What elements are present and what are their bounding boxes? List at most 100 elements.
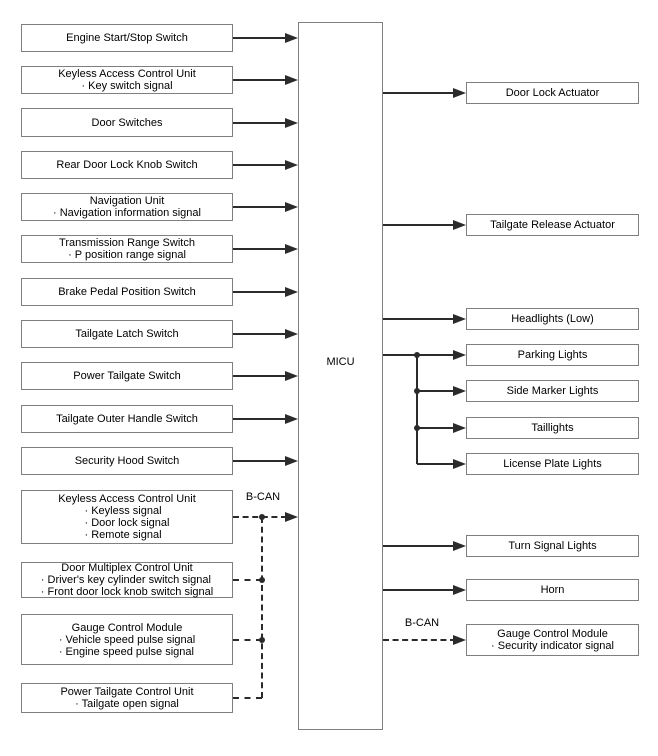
connector-line: [233, 122, 288, 124]
box-title: Transmission Range Switch: [59, 237, 195, 249]
connector-line: [417, 463, 456, 465]
arrow-head-icon: [453, 88, 466, 98]
arrow-head-icon: [453, 585, 466, 595]
box-title: License Plate Lights: [503, 458, 602, 470]
box-title: Parking Lights: [517, 349, 588, 361]
signal-list: · P position range signal: [68, 249, 186, 261]
connector-line: [233, 418, 288, 420]
output-turn-signal-lights: Turn Signal Lights: [466, 535, 639, 557]
box-title: Keyless Access Control Unit: [58, 493, 196, 505]
input-keyless-access-control-unit-2: Keyless Access Control Unit· Keyless sig…: [21, 490, 233, 544]
arrow-head-icon: [285, 202, 298, 212]
arrow-head-icon: [285, 371, 298, 381]
connector-line: [233, 579, 262, 581]
junction-dot-icon: [259, 514, 265, 520]
connector-line: [417, 390, 456, 392]
input-gauge-control-module: Gauge Control Module· Vehicle speed puls…: [21, 614, 233, 665]
arrow-head-icon: [453, 635, 466, 645]
input-security-hood-switch: Security Hood Switch: [21, 447, 233, 475]
arrow-head-icon: [285, 512, 298, 522]
box-title: Keyless Access Control Unit: [58, 68, 196, 80]
signal-list: · Tailgate open signal: [75, 698, 179, 710]
connector-line: [233, 206, 288, 208]
connector-line: [417, 427, 456, 429]
output-license-plate-lights: License Plate Lights: [466, 453, 639, 475]
signal-list: · Security indicator signal: [491, 640, 614, 652]
input-navigation-unit: Navigation Unit· Navigation information …: [21, 193, 233, 221]
connector-line: [261, 517, 263, 698]
box-title: Security Hood Switch: [74, 455, 180, 467]
arrow-head-icon: [453, 386, 466, 396]
signal-label: · Driver's key cylinder switch signal: [40, 574, 211, 586]
micu-unit-box: MICU: [298, 22, 383, 730]
input-tailgate-outer-handle-switch: Tailgate Outer Handle Switch: [21, 405, 233, 433]
box-title: Side Marker Lights: [506, 385, 599, 397]
output-tailgate-release-actuator: Tailgate Release Actuator: [466, 214, 639, 236]
connector-line: [383, 92, 456, 94]
connector-line: [233, 248, 288, 250]
input-tailgate-latch-switch: Tailgate Latch Switch: [21, 320, 233, 348]
arrow-head-icon: [285, 75, 298, 85]
bcan-bus-label-left: B-CAN: [245, 491, 281, 503]
connector-line: [233, 37, 288, 39]
box-title: Brake Pedal Position Switch: [58, 286, 196, 298]
input-door-multiplex-control-unit: Door Multiplex Control Unit· Driver's ke…: [21, 562, 233, 598]
connector-line: [383, 589, 456, 591]
input-power-tailgate-switch: Power Tailgate Switch: [21, 362, 233, 390]
connector-line: [233, 697, 262, 699]
input-transmission-range-switch: Transmission Range Switch· P position ra…: [21, 235, 233, 263]
box-title: Headlights (Low): [511, 313, 594, 325]
arrow-head-icon: [285, 118, 298, 128]
input-brake-pedal-position-switch: Brake Pedal Position Switch: [21, 278, 233, 306]
signal-label: · Security indicator signal: [491, 640, 614, 652]
signal-label: · Tailgate open signal: [75, 698, 179, 710]
arrow-head-icon: [453, 350, 466, 360]
input-keyless-access-control-unit: Keyless Access Control Unit· Key switch …: [21, 66, 233, 94]
signal-label: · Key switch signal: [81, 80, 173, 92]
connector-line: [383, 545, 456, 547]
signal-label: · Remote signal: [84, 529, 162, 541]
box-title: Tailgate Latch Switch: [75, 328, 179, 340]
box-title: Door Switches: [91, 116, 163, 129]
signal-label: · P position range signal: [68, 249, 186, 261]
connector-line: [233, 333, 288, 335]
box-title: Horn: [540, 584, 565, 596]
box-title: Gauge Control Module: [71, 621, 183, 634]
arrow-head-icon: [453, 220, 466, 230]
connector-line: [383, 224, 456, 226]
box-title: Tailgate Outer Handle Switch: [56, 413, 198, 425]
input-door-switches: Door Switches: [21, 108, 233, 137]
box-title: Engine Start/Stop Switch: [66, 32, 188, 44]
signal-label: · Keyless signal: [84, 505, 162, 517]
box-title: Navigation Unit: [89, 195, 165, 207]
output-side-marker-lights: Side Marker Lights: [466, 380, 639, 402]
input-rear-door-lock-knob-switch: Rear Door Lock Knob Switch: [21, 151, 233, 179]
box-title: Taillights: [531, 422, 574, 434]
signal-label: · Door lock signal: [84, 517, 170, 529]
signal-label: · Navigation information signal: [53, 207, 201, 219]
arrow-head-icon: [453, 423, 466, 433]
box-title: Door Multiplex Control Unit: [61, 562, 193, 574]
arrow-head-icon: [285, 160, 298, 170]
arrow-head-icon: [285, 244, 298, 254]
signal-list: · Driver's key cylinder switch signal· F…: [41, 574, 213, 598]
output-door-lock-actuator: Door Lock Actuator: [466, 82, 639, 104]
connector-line: [233, 460, 288, 462]
signal-list: · Vehicle speed pulse signal· Engine spe…: [59, 634, 195, 658]
connector-line: [233, 375, 288, 377]
output-taillights: Taillights: [466, 417, 639, 439]
signal-list: · Key switch signal: [81, 80, 172, 92]
box-title: Gauge Control Module: [497, 628, 608, 640]
output-parking-lights: Parking Lights: [466, 344, 639, 366]
arrow-head-icon: [453, 541, 466, 551]
box-title: Turn Signal Lights: [508, 540, 597, 552]
box-title: Power Tailgate Switch: [73, 370, 181, 382]
output-horn: Horn: [466, 579, 639, 601]
arrow-head-icon: [453, 459, 466, 469]
box-title: Power Tailgate Control Unit: [60, 686, 194, 698]
connector-line: [383, 639, 456, 641]
box-title: Rear Door Lock Knob Switch: [56, 159, 198, 171]
connector-line: [233, 164, 288, 166]
input-engine-start-stop-switch: Engine Start/Stop Switch: [21, 24, 233, 52]
